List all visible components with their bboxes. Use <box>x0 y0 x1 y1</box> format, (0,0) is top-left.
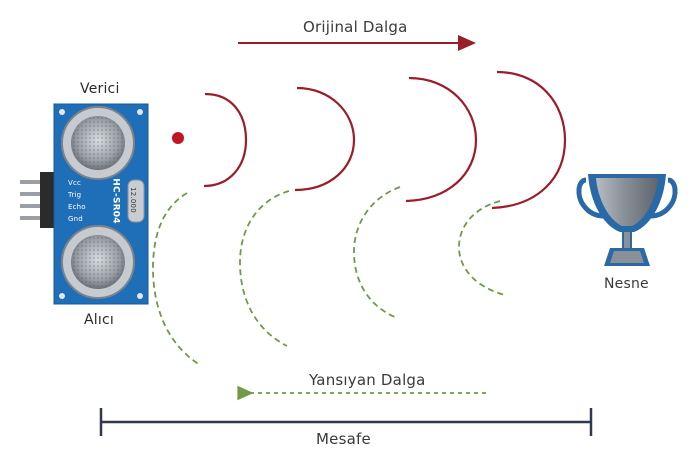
receiver-label: Alıcı <box>84 312 114 328</box>
original-wave-front <box>203 92 248 188</box>
reflected-wave-front <box>458 200 506 296</box>
sensor-model-label: HC-SR04 <box>110 178 121 224</box>
reflected-wave-front <box>152 192 201 366</box>
trophy-icon <box>576 174 678 266</box>
reflected-wave-front <box>353 186 401 319</box>
reflected-wave-label: Yansıyan Dalga <box>309 371 426 389</box>
pin-label-echo: Echo <box>68 203 86 211</box>
pin-label-vcc: Vcc <box>68 179 82 187</box>
original-wave-front <box>294 86 356 192</box>
object-label: Nesne <box>604 276 649 292</box>
reflected-wave-fronts <box>152 186 506 366</box>
original-wave-front <box>491 70 567 210</box>
emitter-label: Verici <box>80 81 120 97</box>
pin-label-trig: Trig <box>68 191 82 199</box>
receiver-transducer <box>61 225 135 299</box>
reflected-wave-front <box>239 190 290 347</box>
signal-source-dot <box>172 132 184 144</box>
ultrasonic-sensor <box>20 103 149 305</box>
distance-label: Mesafe <box>316 430 371 448</box>
emitter-transducer <box>61 106 135 180</box>
header-pins <box>20 172 54 228</box>
crystal-label: 12.000 <box>128 187 137 213</box>
original-wave-fronts <box>203 70 567 210</box>
distance-bracket <box>99 408 593 436</box>
original-wave-front <box>405 76 478 203</box>
original-wave-label: Orijinal Dalga <box>303 18 408 36</box>
pin-label-gnd: Gnd <box>68 215 83 223</box>
